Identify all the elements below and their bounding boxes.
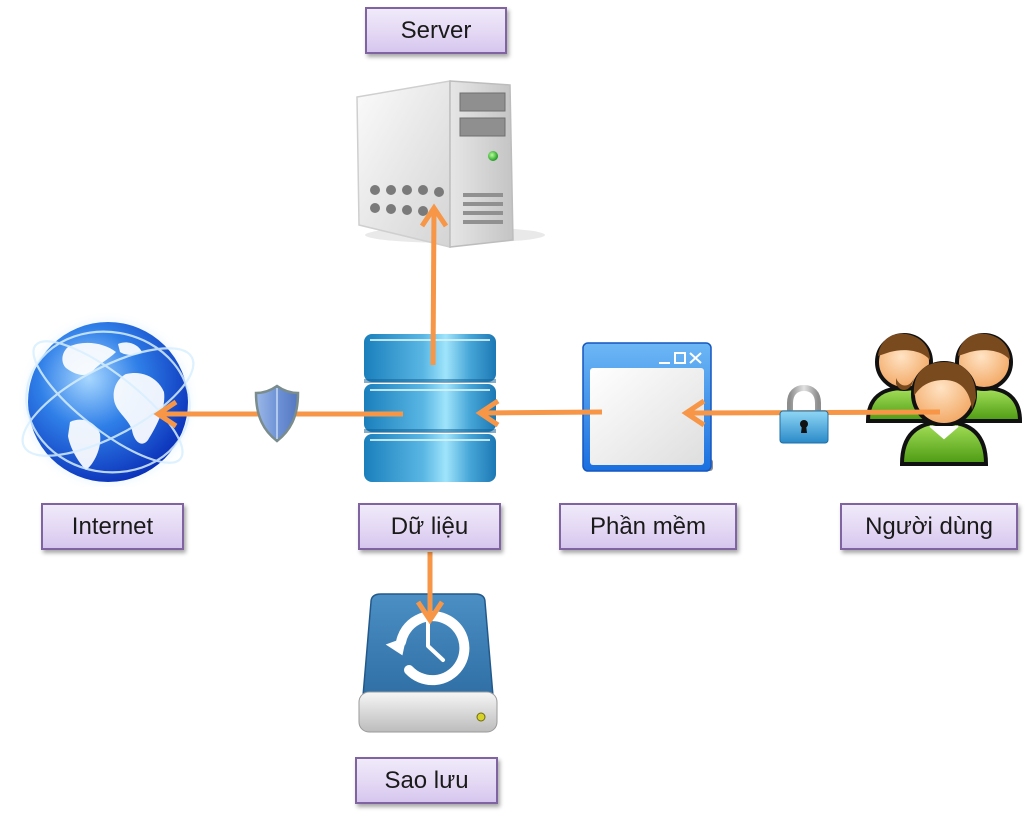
application-window-icon	[582, 342, 713, 472]
database-icon	[364, 334, 496, 482]
software-node	[581, 341, 716, 475]
internet-label-text: Internet	[71, 512, 154, 540]
backup-label: Sao lưu	[355, 757, 498, 804]
server-label: Server	[365, 7, 507, 54]
server-node	[345, 75, 545, 250]
shield-icon	[254, 384, 300, 443]
internet-node	[8, 310, 208, 494]
data-node	[362, 332, 498, 484]
data-label: Dữ liệu	[358, 503, 501, 550]
users-label: Người dùng	[840, 503, 1018, 550]
backup-label-text: Sao lưu	[384, 766, 469, 794]
server-label-text: Server	[400, 16, 472, 44]
internet-label: Internet	[41, 503, 184, 550]
users-node	[864, 326, 1024, 468]
globe-icon	[16, 310, 200, 494]
software-label: Phần mềm	[559, 503, 737, 550]
users-label-text: Người dùng	[865, 512, 993, 540]
server-tower-icon	[356, 80, 545, 248]
backup-node	[357, 592, 499, 737]
data-label-text: Dữ liệu	[390, 512, 469, 540]
software-label-text: Phần mềm	[589, 512, 707, 540]
lock-node	[778, 384, 830, 447]
users-group-icon	[865, 333, 1023, 466]
backup-drive-icon	[358, 593, 498, 733]
lock-icon	[779, 384, 829, 444]
shield-node	[254, 383, 300, 443]
